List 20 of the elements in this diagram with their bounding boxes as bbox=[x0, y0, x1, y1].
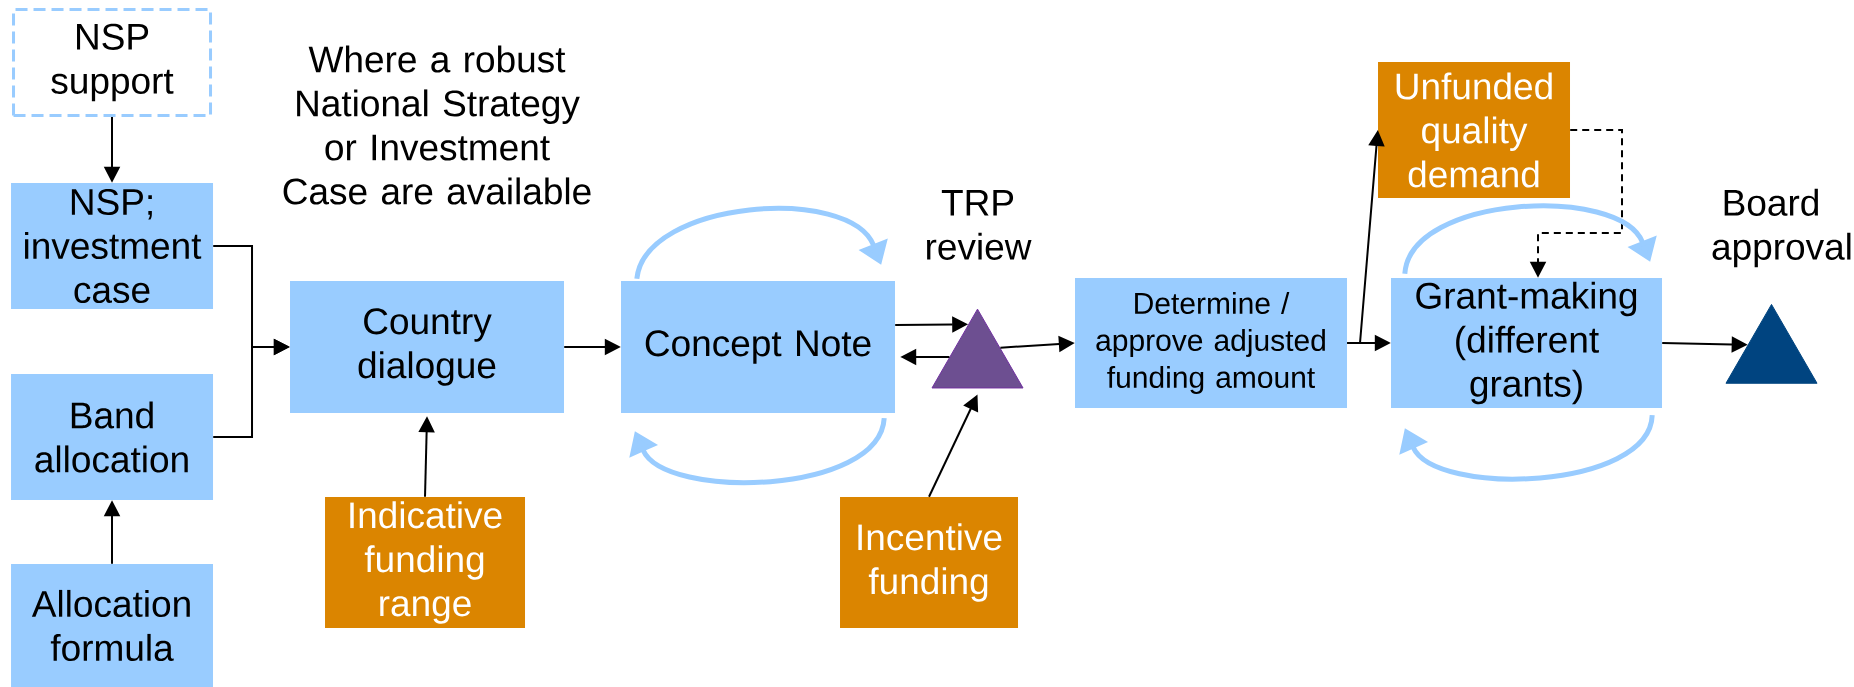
process-box: Determine / approve adjusted funding amount bbox=[1075, 278, 1347, 408]
triangle-marker bbox=[931, 308, 1024, 389]
loop-arrow bbox=[1402, 203, 1657, 275]
process-box: Country dialogue bbox=[290, 281, 564, 413]
triangle-marker bbox=[1725, 303, 1818, 384]
note-text: Where a robust National Strategy or Investment Case are available bbox=[283, 45, 591, 205]
loop-arrow bbox=[629, 417, 887, 486]
dashed-box: NSP support bbox=[12, 8, 212, 117]
input-box: Incentive funding bbox=[840, 497, 1018, 628]
node-caption: TRP review bbox=[927, 190, 1032, 260]
process-box: NSP; investment case bbox=[11, 183, 213, 309]
process-box: Band allocation bbox=[11, 374, 213, 500]
loop-arrow bbox=[1399, 414, 1655, 482]
node-caption: Board approval bbox=[1712, 188, 1851, 268]
input-box: Indicative funding range bbox=[325, 497, 525, 628]
loop-arrow bbox=[634, 205, 888, 280]
process-box: Allocation formula bbox=[11, 564, 213, 687]
input-box: Unfunded quality demand bbox=[1378, 62, 1570, 198]
process-box: Grant-making (different grants) bbox=[1391, 278, 1662, 408]
process-box: Concept Note bbox=[621, 281, 895, 413]
